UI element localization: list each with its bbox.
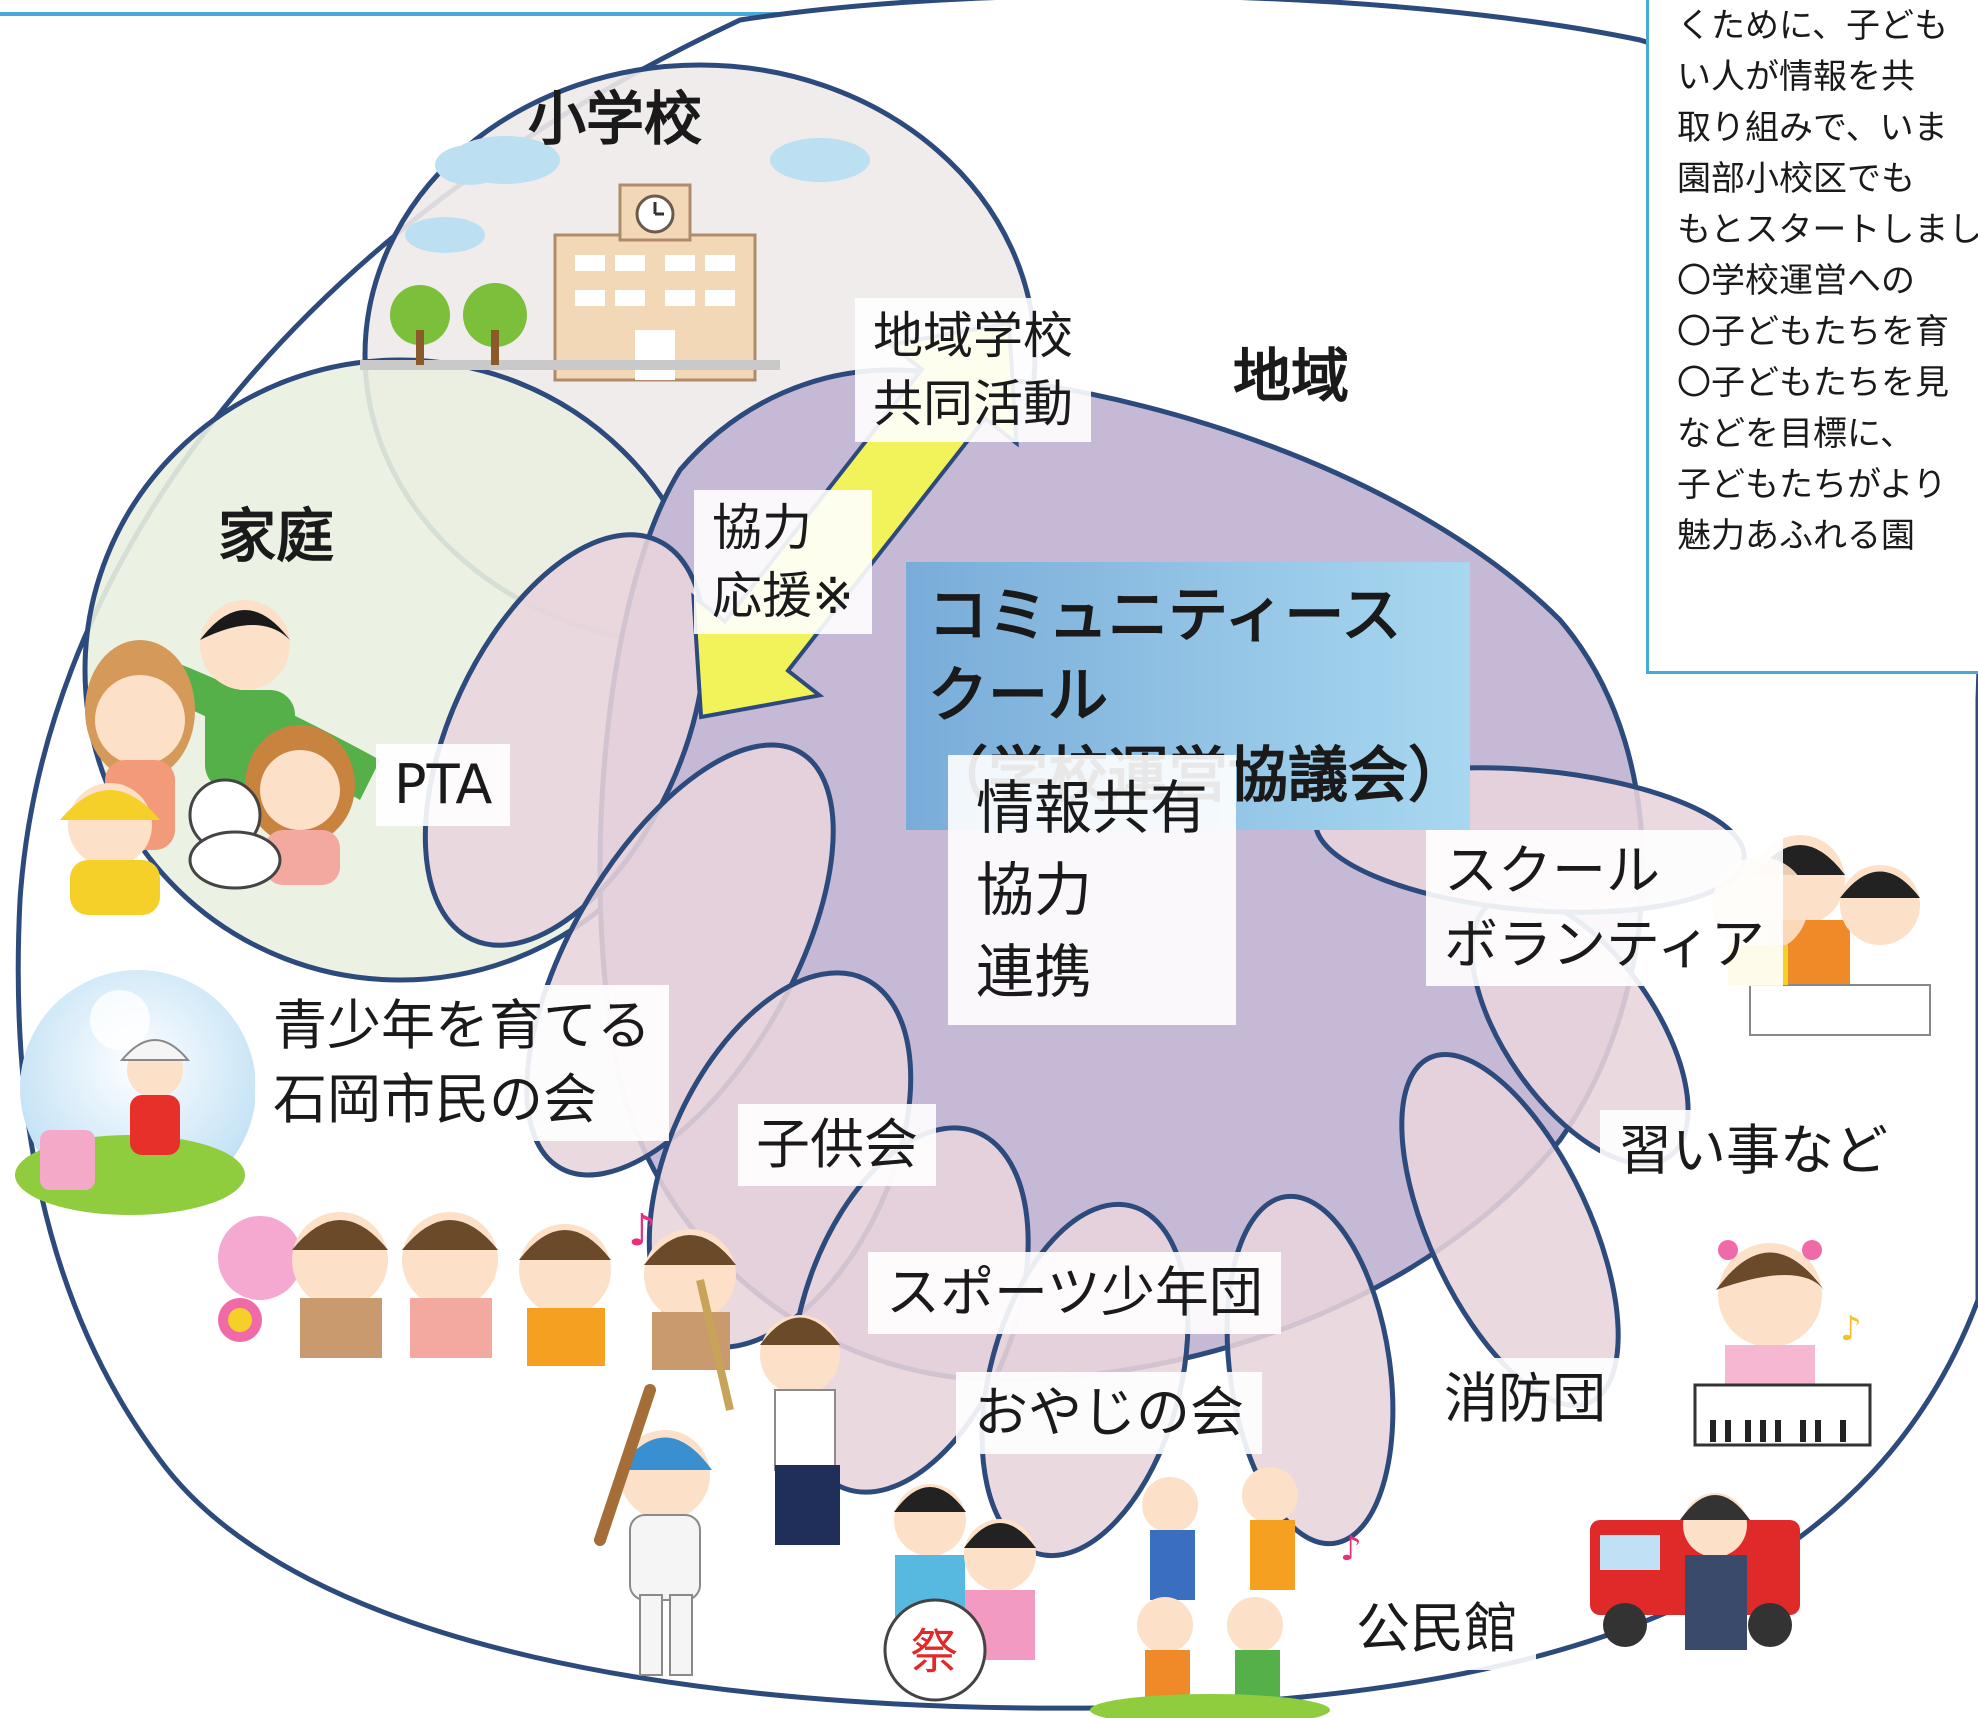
firefighter-illustration [1590, 1493, 1800, 1650]
home-label: 家庭 [218, 502, 335, 570]
note-line: 魅力あふれる園 [1677, 516, 1915, 556]
svg-text:♪: ♪ [1840, 1309, 1862, 1349]
exercising-elders-illustration: ♪ [1090, 1467, 1362, 1718]
community-label: 地域 [1233, 342, 1350, 410]
note-line: もとスタートしまし [1677, 210, 1978, 250]
lessons-label: 習い事など [1600, 1110, 1906, 1192]
family-illustration [60, 600, 380, 915]
joint-activity-label: 地域学校 共同活動 [855, 298, 1091, 442]
child-on-hill-illustration [15, 970, 256, 1215]
children-faces-illustration: ♪ [218, 1205, 736, 1370]
community-school-functions: 情報共有 協力 連携 [948, 755, 1237, 1025]
pta-label: PTA [376, 744, 511, 826]
explanation-note-box: くために、子ども い人が情報を共 取り組みで、いま 園部小校区でも もとスタート… [1646, 0, 1978, 674]
note-line: などを目標に、 [1677, 414, 1914, 454]
baseball-player-illustration [594, 1384, 712, 1676]
svg-text:祭: 祭 [910, 1624, 958, 1680]
piano-girl-illustration: ♪ [1693, 1240, 1872, 1447]
note-line: 子どもたちがより [1677, 465, 1947, 505]
youth-association-label: 青少年を育てる 石岡市民の会 [255, 985, 669, 1141]
note-line: 〇子どもたちを育 [1677, 312, 1949, 352]
note-line: くために、子ども [1677, 6, 1948, 46]
svg-text:♪: ♪ [628, 1205, 656, 1256]
note-line: い人が情報を共 [1677, 57, 1915, 97]
school-volunteer-label: スクール ボランティア [1426, 830, 1783, 986]
svg-text:♪: ♪ [1340, 1529, 1362, 1569]
note-line: 〇子どもたちを見 [1677, 363, 1949, 403]
festival-illustration: 祭 [883, 1484, 1036, 1702]
community-center-label: 公民館 [1338, 1588, 1536, 1670]
sports-club-label: スポーツ少年団 [868, 1252, 1281, 1334]
kendo-illustration [696, 1279, 840, 1545]
oyaji-club-label: おやじの会 [956, 1372, 1262, 1454]
note-line: 取り組みで、いま [1677, 108, 1948, 148]
note-line: 園部小校区でも [1677, 159, 1915, 199]
fire-brigade-label: 消防団 [1426, 1358, 1624, 1440]
kodomokai-label: 子供会 [738, 1104, 936, 1186]
note-line: 〇学校運営への [1677, 261, 1915, 301]
school-building-illustration [360, 136, 870, 382]
school-label: 小学校 [528, 85, 703, 153]
support-label: 協力 応援※ [694, 490, 872, 634]
